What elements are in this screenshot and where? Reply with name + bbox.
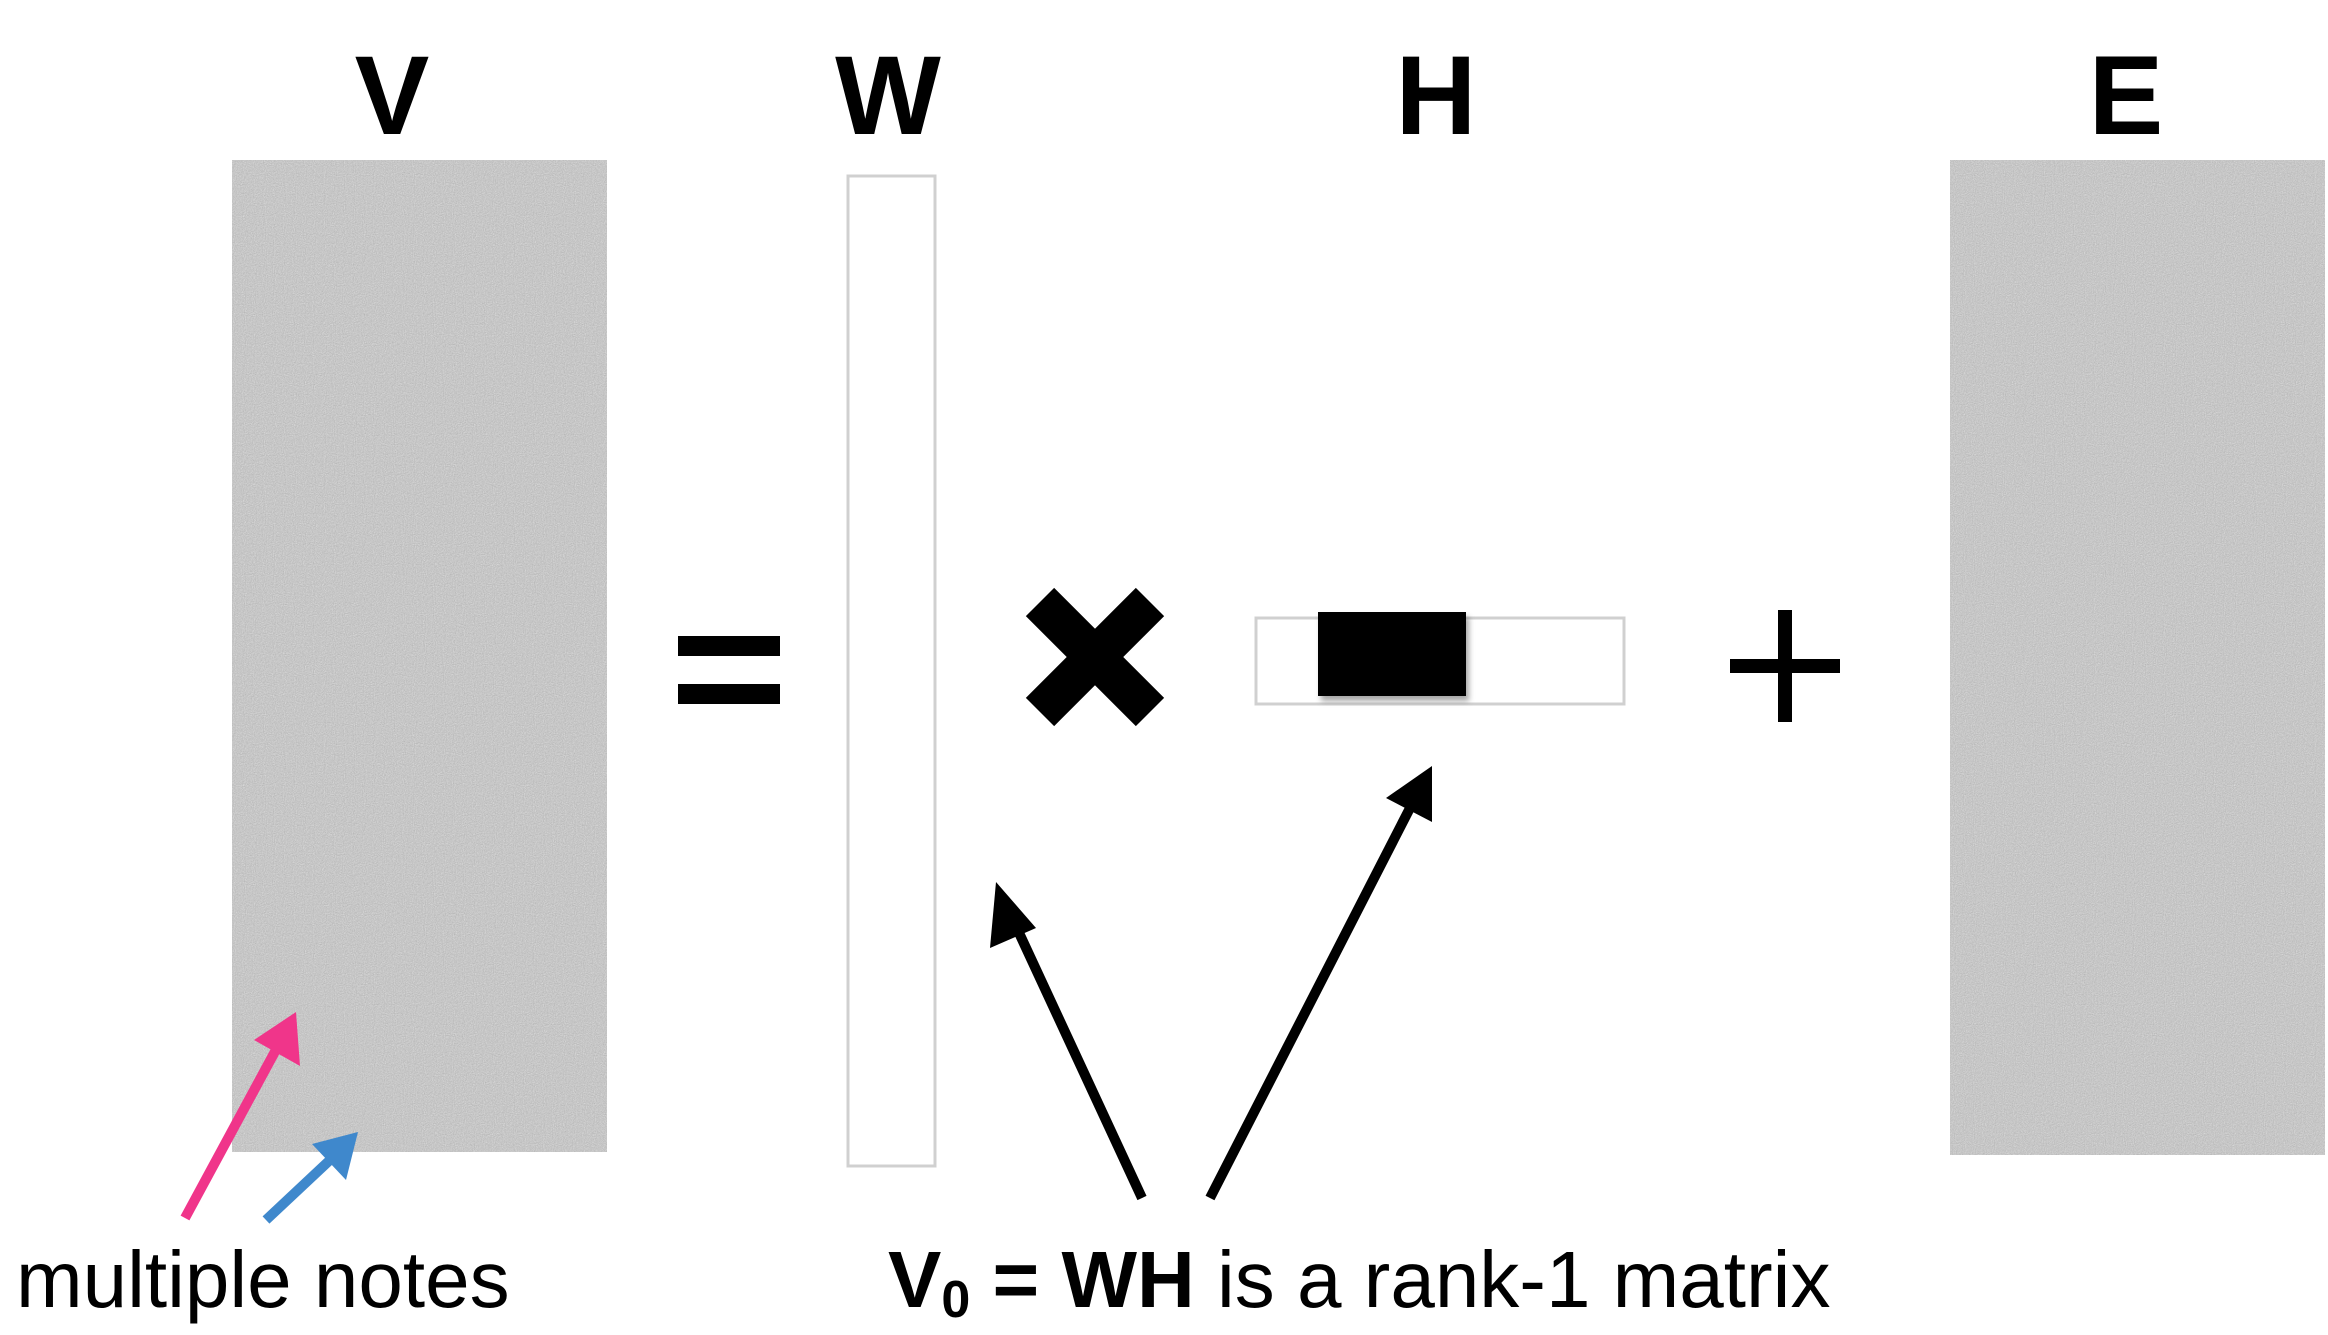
caption-rest: is a rank-1 matrix <box>1194 1235 1831 1324</box>
caption-equals: = <box>970 1235 1062 1324</box>
times-sign <box>1025 587 1165 727</box>
arrow-to-h <box>1205 766 1432 1201</box>
arrow-to-w <box>990 882 1147 1201</box>
plus-sign <box>1730 610 1840 722</box>
caption-multiple-notes: multiple notes <box>16 1235 510 1324</box>
pink-arrow <box>180 1012 300 1221</box>
matrix-h <box>1254 612 1626 706</box>
caption-v: V <box>888 1235 942 1324</box>
label-v: V <box>354 33 430 158</box>
h-activation-block <box>1318 612 1466 696</box>
w-note-lines <box>848 230 932 1100</box>
caption-subscript: 0 <box>941 1271 971 1329</box>
matrix-v <box>232 160 607 1152</box>
v-note-lines <box>305 213 491 1084</box>
caption-rank1: V0 = WH is a rank-1 matrix <box>888 1240 1830 1329</box>
label-h: H <box>1395 33 1477 158</box>
label-e: E <box>2088 33 2164 158</box>
matrix-w <box>846 174 937 1168</box>
equals-sign <box>678 636 780 704</box>
blue-arrow <box>262 1132 358 1224</box>
label-w: W <box>835 33 941 158</box>
matrix-e <box>1950 160 2325 1155</box>
caption-wh: WH <box>1061 1235 1195 1324</box>
